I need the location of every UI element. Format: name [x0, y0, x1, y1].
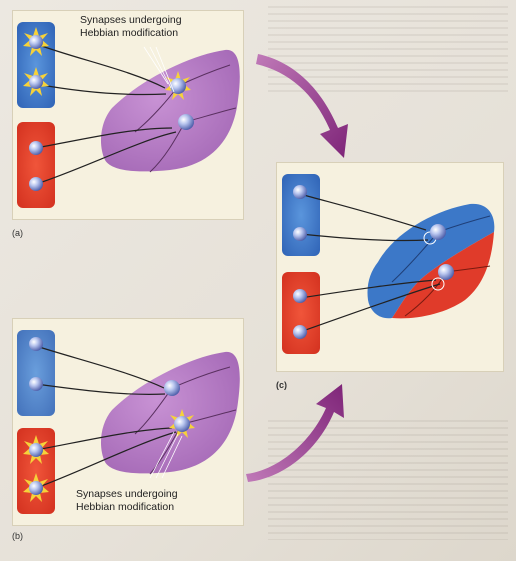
red-input-group [17, 428, 55, 514]
background-text-top-right [268, 6, 508, 96]
panel-b-annotation: Synapses undergoing Hebbian modification [76, 488, 178, 514]
arrow-b-to-c [246, 384, 344, 482]
panel-a-annotation: Synapses undergoing Hebbian modification [80, 14, 182, 40]
panel-c-label: (c) [276, 380, 287, 390]
cortex-region [100, 49, 240, 172]
neuron [29, 35, 43, 49]
panel-c-diagram [282, 174, 495, 354]
neuron [29, 443, 43, 457]
arrow-a-to-c [256, 54, 348, 158]
neuron [29, 377, 43, 391]
neuron [29, 481, 43, 495]
red-input-group [282, 272, 320, 354]
neuron [293, 227, 307, 241]
panel-b-label: (b) [12, 531, 23, 541]
axons [35, 345, 177, 489]
neuron [170, 78, 186, 94]
cortex-blue-region [367, 203, 495, 319]
cortex-region [100, 351, 240, 474]
neuron [29, 75, 43, 89]
annotation-pointers [149, 431, 183, 479]
neuron [293, 289, 307, 303]
annotation-pointers [143, 46, 175, 93]
panel-a-diagram [17, 22, 240, 208]
panel-b-diagram [17, 330, 240, 514]
blue-input-group [17, 330, 55, 416]
neuron [29, 337, 43, 351]
panel-a-label: (a) [12, 228, 23, 238]
neuron [29, 177, 43, 191]
neuron [174, 416, 190, 432]
neuron [293, 185, 307, 199]
annotation-line-1: Synapses undergoing [80, 14, 182, 26]
neuron [438, 264, 454, 280]
axons [299, 193, 441, 333]
neuron [29, 141, 43, 155]
neuron [430, 224, 446, 240]
red-input-group [17, 122, 55, 208]
neuron [293, 325, 307, 339]
annotation-line-2: Hebbian modification [80, 27, 179, 39]
annotation-line-2: Hebbian modification [76, 501, 175, 513]
neuron [164, 380, 180, 396]
axons [35, 43, 177, 185]
neuron [178, 114, 194, 130]
annotation-line-1: Synapses undergoing [76, 488, 178, 500]
